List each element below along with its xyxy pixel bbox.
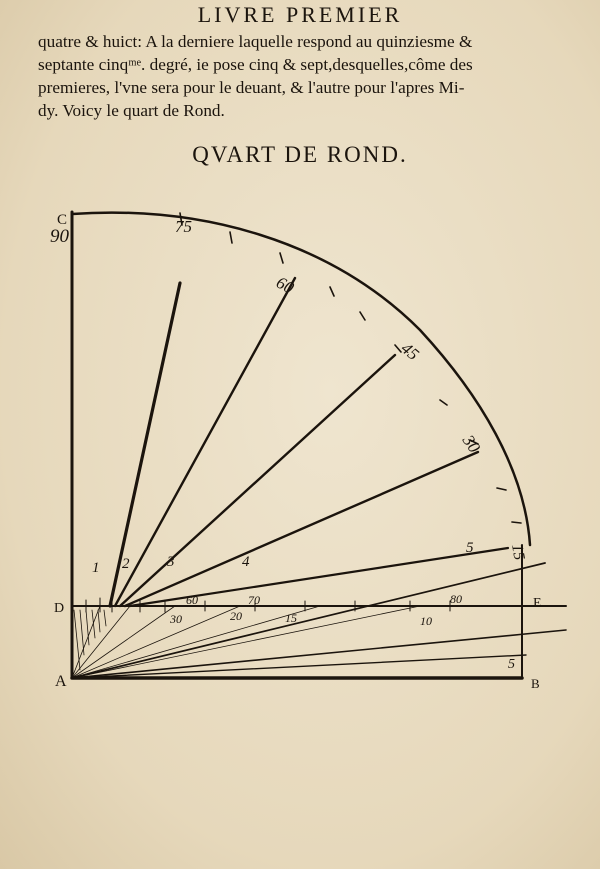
line-number: 1 (92, 560, 100, 576)
arc-label: 75 (175, 217, 192, 236)
fan-line (71, 605, 321, 679)
arc-label: 15 (508, 543, 528, 562)
fan-line (71, 605, 176, 679)
hour-line (108, 281, 182, 608)
line-number: 3 (166, 554, 175, 570)
hour-number: 80 (450, 592, 462, 606)
text-line: dy. Voicy le quart de Rond. (38, 101, 225, 120)
hour-line (113, 276, 297, 608)
arc-label: 30 (458, 431, 484, 457)
fan-line (71, 562, 546, 679)
point-label-d: D (54, 601, 64, 616)
point-label-c: C (57, 212, 67, 228)
line-number: 2 (122, 556, 130, 572)
hour-number: 5 (508, 657, 515, 672)
running-head: LIVRE PREMIER (197, 2, 403, 27)
fan-line (71, 605, 101, 679)
hatching (73, 609, 107, 671)
figure-title: QVART DE ROND. (192, 142, 408, 167)
hour-line (123, 450, 480, 608)
quadrant-arc (70, 211, 532, 547)
fan-line (71, 654, 527, 679)
text-line: septante cinqᵐᵉ. degré, ie pose cinq & s… (38, 55, 473, 74)
line-number: 5 (466, 540, 474, 556)
text-line: premieres, l'vne sera pour le deuant, & … (38, 78, 465, 97)
text-line: quatre & huict: A la derniere laquelle r… (38, 32, 473, 51)
arc-label: 45 (397, 339, 422, 364)
fan-line (71, 605, 131, 679)
hour-number: 15 (285, 611, 297, 625)
hour-number: 70 (248, 593, 260, 607)
arc-label: 90 (50, 226, 70, 247)
fan-line (71, 629, 567, 679)
line-number: 4 (242, 554, 250, 570)
point-label-b: B (531, 676, 540, 691)
point-label-e: E (533, 596, 542, 611)
fan-line (71, 605, 421, 679)
scale-ticks (85, 597, 451, 613)
hour-number: 20 (230, 609, 242, 623)
hour-number: 60 (186, 593, 198, 607)
hour-number: 30 (169, 612, 182, 626)
hour-line (128, 546, 510, 608)
point-label-a: A (55, 673, 67, 690)
hour-number: 10 (420, 614, 432, 628)
body-text: quatre & huict: A la derniere laquelle r… (38, 30, 563, 122)
hour-line (118, 353, 397, 608)
arc-label: 60 (273, 273, 297, 298)
fan-line (71, 605, 241, 679)
arc-scale-marks (179, 212, 522, 524)
